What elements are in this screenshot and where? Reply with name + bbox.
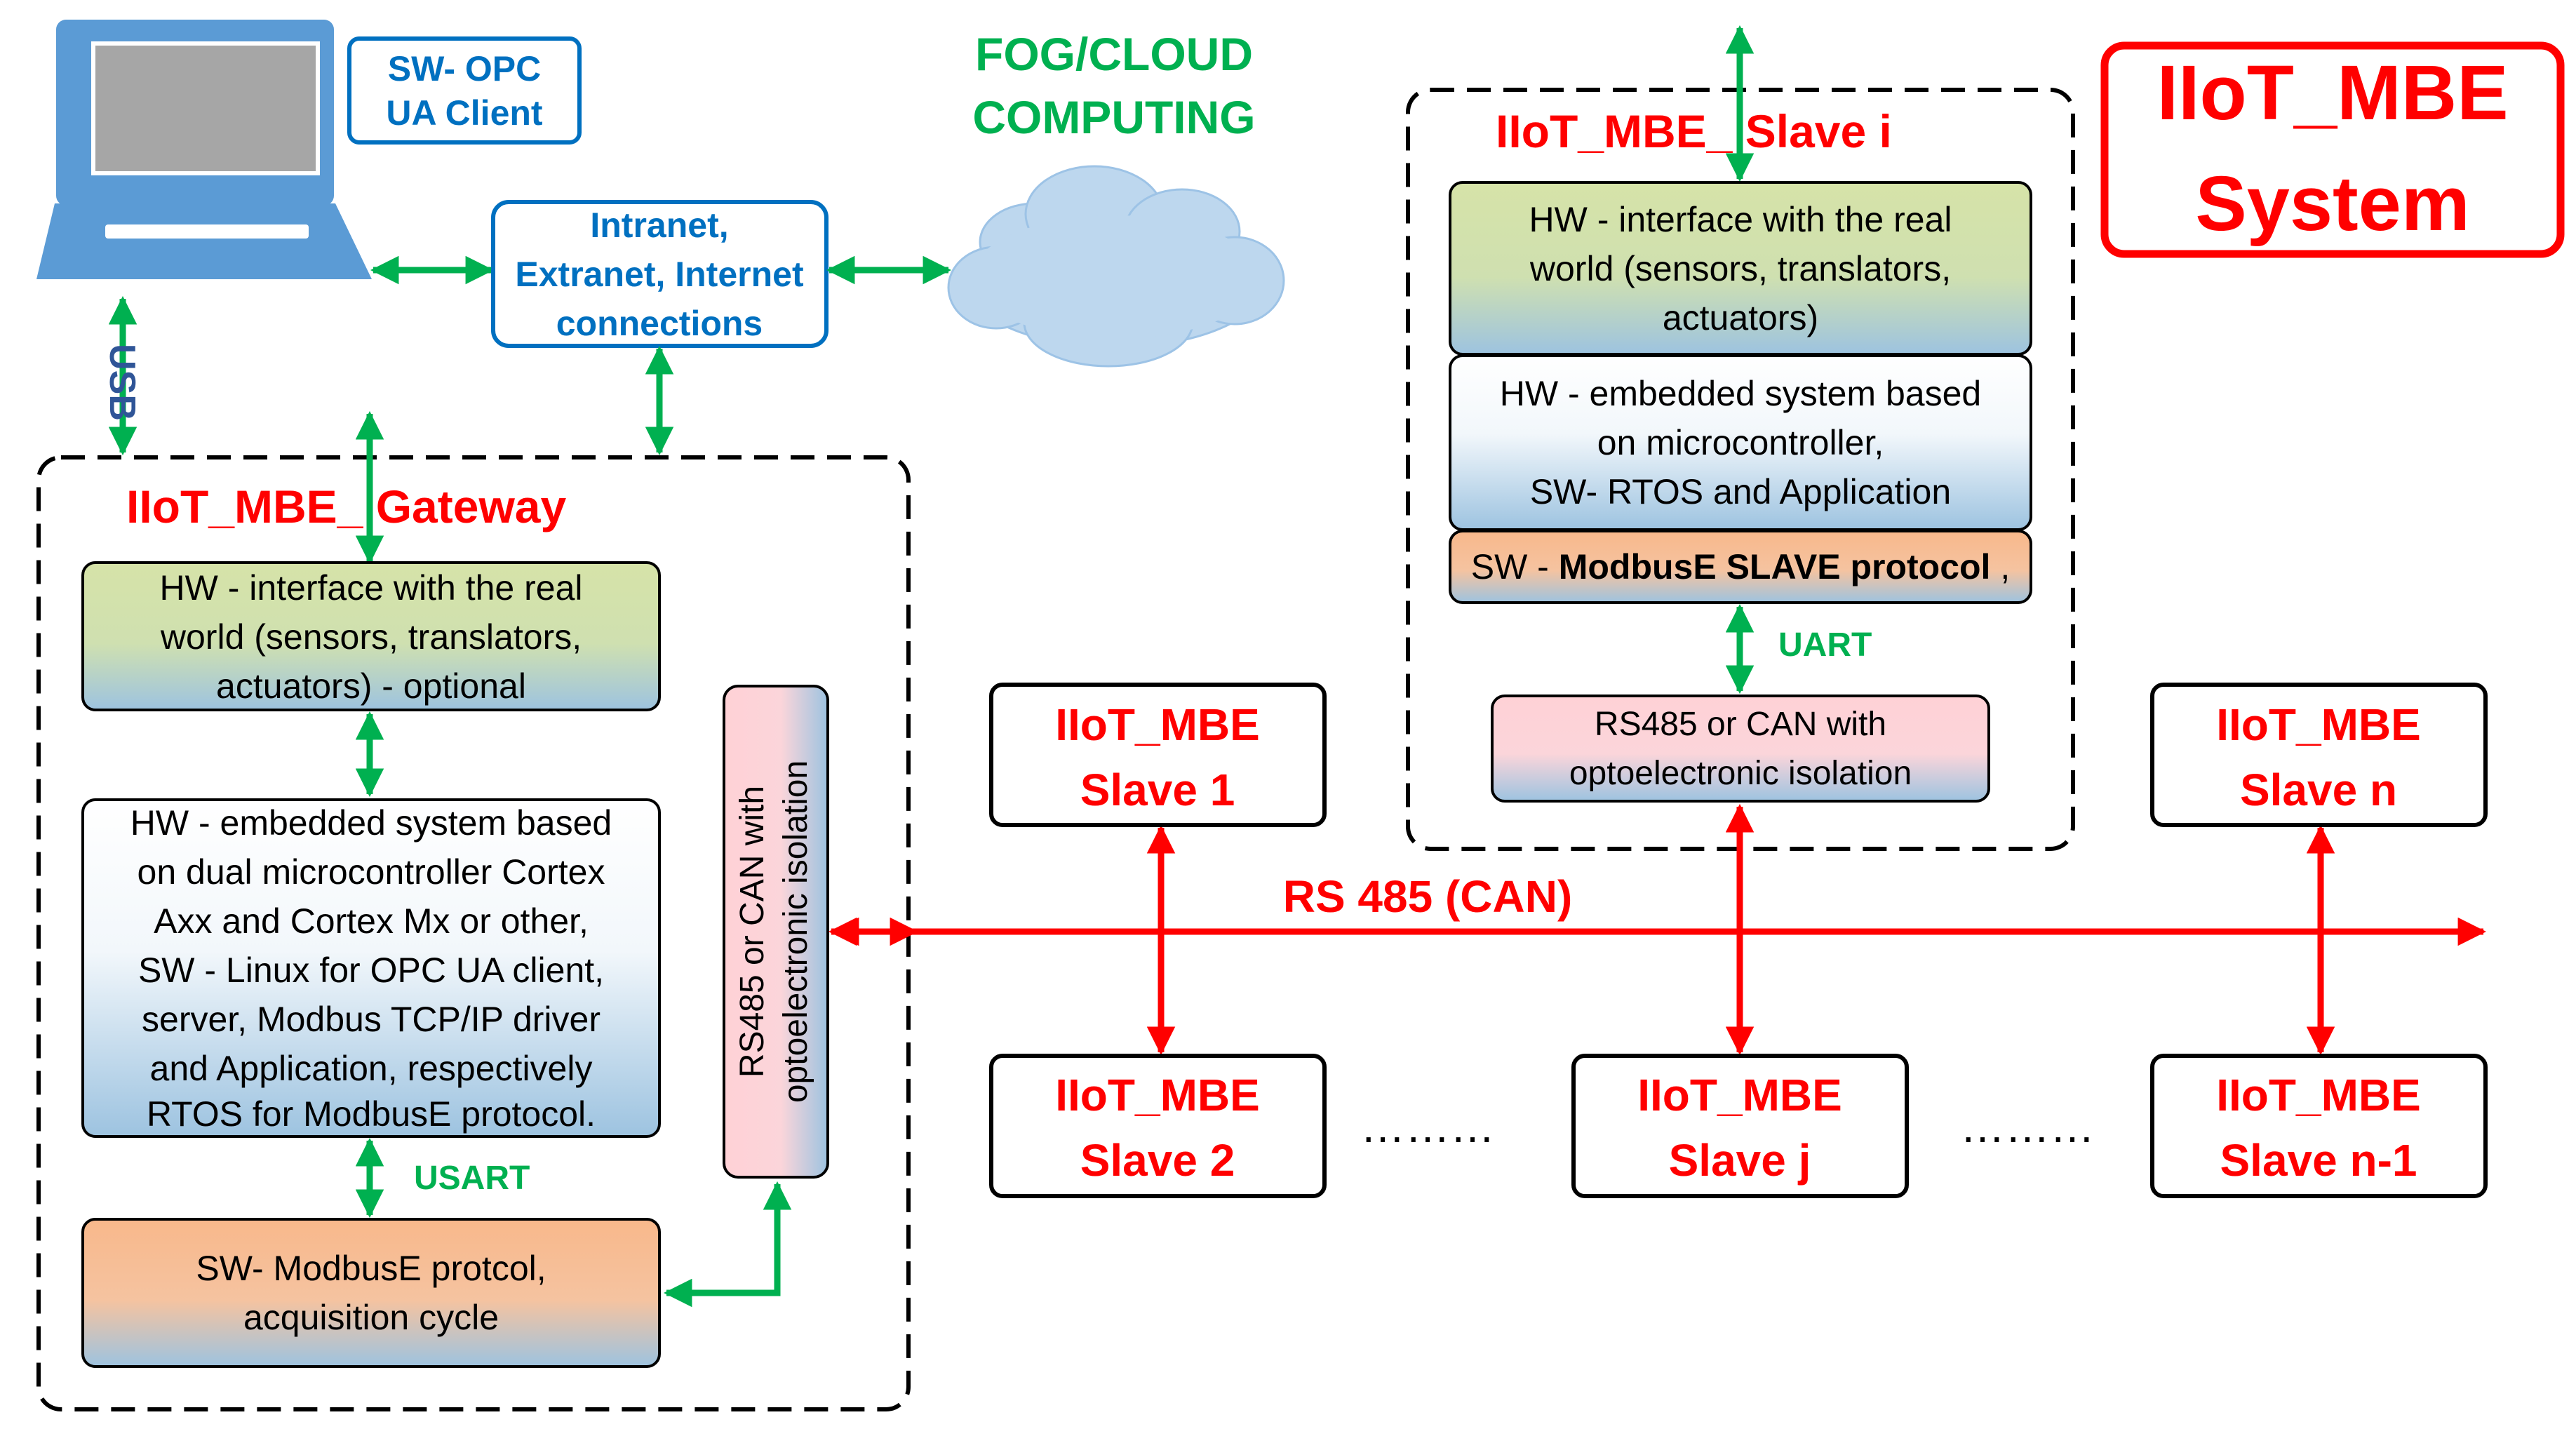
- gateway-hw-embedded-line1: HW - embedded system based: [130, 803, 612, 843]
- gateway-usart-label: USART: [414, 1160, 530, 1197]
- gateway-hw-interface-box: HW - interface with the real world (sens…: [81, 561, 661, 711]
- gateway-hw-embedded-line3: Axx and Cortex Mx or other,: [154, 901, 589, 941]
- system-title-line1: IIoT_MBE: [2156, 50, 2508, 136]
- slave-i-sw-bold: ModbusE SLAVE protocol: [1559, 547, 1991, 586]
- ellipsis-left: ………: [1360, 1101, 1495, 1152]
- gateway-hw-embedded-line7: RTOS for ModbusE protocol.: [147, 1094, 596, 1134]
- slave-i-sw-protocol-box: SW - ModbusE SLAVE protocol ,: [1449, 530, 2032, 604]
- slave-i-uart-label: UART: [1778, 626, 1872, 664]
- slave-i-title: IIoT_MBE_ Slave i: [1496, 105, 1892, 157]
- slave-i-hw-embedded-line1: HW - embedded system based: [1500, 374, 1981, 413]
- gateway-sw-protocol-box: SW- ModbusE protcol, acquisition cycle: [81, 1218, 661, 1368]
- slave-i-sw-protocol-text: SW - ModbusE SLAVE protocol ,: [1471, 547, 2011, 586]
- usb-label: USB: [102, 344, 142, 421]
- network-label-2: Extranet, Internet: [515, 255, 804, 294]
- gateway-hw-embedded-line4: SW - Linux for OPC UA client,: [138, 951, 604, 990]
- opc-ua-client-label-2: UA Client: [386, 93, 542, 133]
- slave-i-hw-embedded-box: HW - embedded system based on microcontr…: [1449, 354, 2032, 531]
- gateway-hw-embedded-line6: and Application, respectively: [150, 1049, 593, 1088]
- cloud-label-1: FOG/CLOUD: [975, 28, 1253, 80]
- gateway-hw-embedded-box: HW - embedded system based on dual micro…: [81, 798, 661, 1138]
- slave-n-1-box: IIoT_MBE Slave n-1: [2150, 1054, 2488, 1198]
- laptop-icon: [36, 20, 372, 279]
- ellipsis-right: ………: [1960, 1101, 2095, 1152]
- slave-i-hw-embedded-line3: SW- RTOS and Application: [1530, 472, 1951, 511]
- slave-2-line2: Slave 2: [1080, 1135, 1235, 1186]
- rs485-bus-label: RS 485 (CAN): [1283, 871, 1573, 922]
- gateway-hw-interface-line3: actuators) - optional: [216, 666, 526, 706]
- slave-i-sw-suffix: ,: [1990, 547, 2010, 586]
- slave-1-line2: Slave 1: [1080, 765, 1235, 815]
- slave-2-line1: IIoT_MBE: [1055, 1070, 1260, 1120]
- gateway-rs485-box: RS485 or CAN with optoelectronic isolati…: [723, 685, 829, 1179]
- cloud-icon: [947, 165, 1285, 368]
- gateway-rs485-line1: RS485 or CAN with: [734, 786, 771, 1078]
- network-label-1: Intranet,: [590, 206, 728, 245]
- slave-i-sw-prefix: SW -: [1471, 547, 1559, 586]
- slave-n-line2: Slave n: [2240, 765, 2397, 815]
- opc-ua-client-label-1: SW- OPC: [388, 49, 541, 88]
- slave-j-line2: Slave j: [1669, 1135, 1811, 1186]
- slave-1-line1: IIoT_MBE: [1055, 699, 1260, 750]
- slave-j-box: IIoT_MBE Slave j: [1571, 1054, 1909, 1198]
- slave-n-line1: IIoT_MBE: [2216, 699, 2421, 750]
- gateway-hw-embedded-line5: server, Modbus TCP/IP driver: [142, 1000, 601, 1039]
- slave-i-hw-interface-line1: HW - interface with the real: [1529, 200, 1952, 239]
- gateway-hw-interface-line1: HW - interface with the real: [160, 568, 583, 608]
- system-title-line2: System: [2195, 161, 2469, 247]
- slave-n-1-line1: IIoT_MBE: [2216, 1070, 2421, 1120]
- sw-to-rs485-arrow: [663, 1181, 792, 1308]
- gateway-hw-embedded-line2: on dual microcontroller Cortex: [137, 852, 605, 892]
- gateway-rs485-line2: optoelectronic isolation: [777, 760, 814, 1103]
- gateway-sw-protocol-line1: SW- ModbusE protcol,: [196, 1249, 546, 1288]
- slave-i-rs485-line2: optoelectronic isolation: [1569, 755, 1912, 792]
- slave-2-box: IIoT_MBE Slave 2: [989, 1054, 1327, 1198]
- slave-i-rs485-line1: RS485 or CAN with: [1595, 706, 1886, 743]
- slave-i-hw-interface-box: HW - interface with the real world (sens…: [1449, 181, 2032, 356]
- slave-1-box: IIoT_MBE Slave 1: [989, 683, 1327, 827]
- slave-j-line1: IIoT_MBE: [1637, 1070, 1842, 1120]
- slave-n-box: IIoT_MBE Slave n: [2150, 683, 2488, 827]
- slave-i-rs485-box: RS485 or CAN with optoelectronic isolati…: [1491, 695, 1990, 803]
- gateway-title: IIoT_MBE_ Gateway: [126, 481, 566, 532]
- cloud-label-2: COMPUTING: [972, 91, 1255, 143]
- slave-n-1-line2: Slave n-1: [2220, 1135, 2417, 1186]
- slave-i-hw-interface-line2: world (sensors, translators,: [1529, 249, 1951, 288]
- system-title: IIoT_MBE System: [2100, 41, 2565, 258]
- slave-i-hw-embedded-line2: on microcontroller,: [1597, 423, 1884, 462]
- gateway-hw-interface-line2: world (sensors, translators,: [160, 617, 582, 657]
- network-connections-box: Intranet, Extranet, Internet connections: [491, 200, 829, 348]
- gateway-sw-protocol-line2: acquisition cycle: [243, 1298, 499, 1337]
- network-label-3: connections: [556, 304, 763, 343]
- slave-i-hw-interface-line3: actuators): [1663, 298, 1818, 337]
- opc-ua-client-box: SW- OPC UA Client: [347, 36, 582, 145]
